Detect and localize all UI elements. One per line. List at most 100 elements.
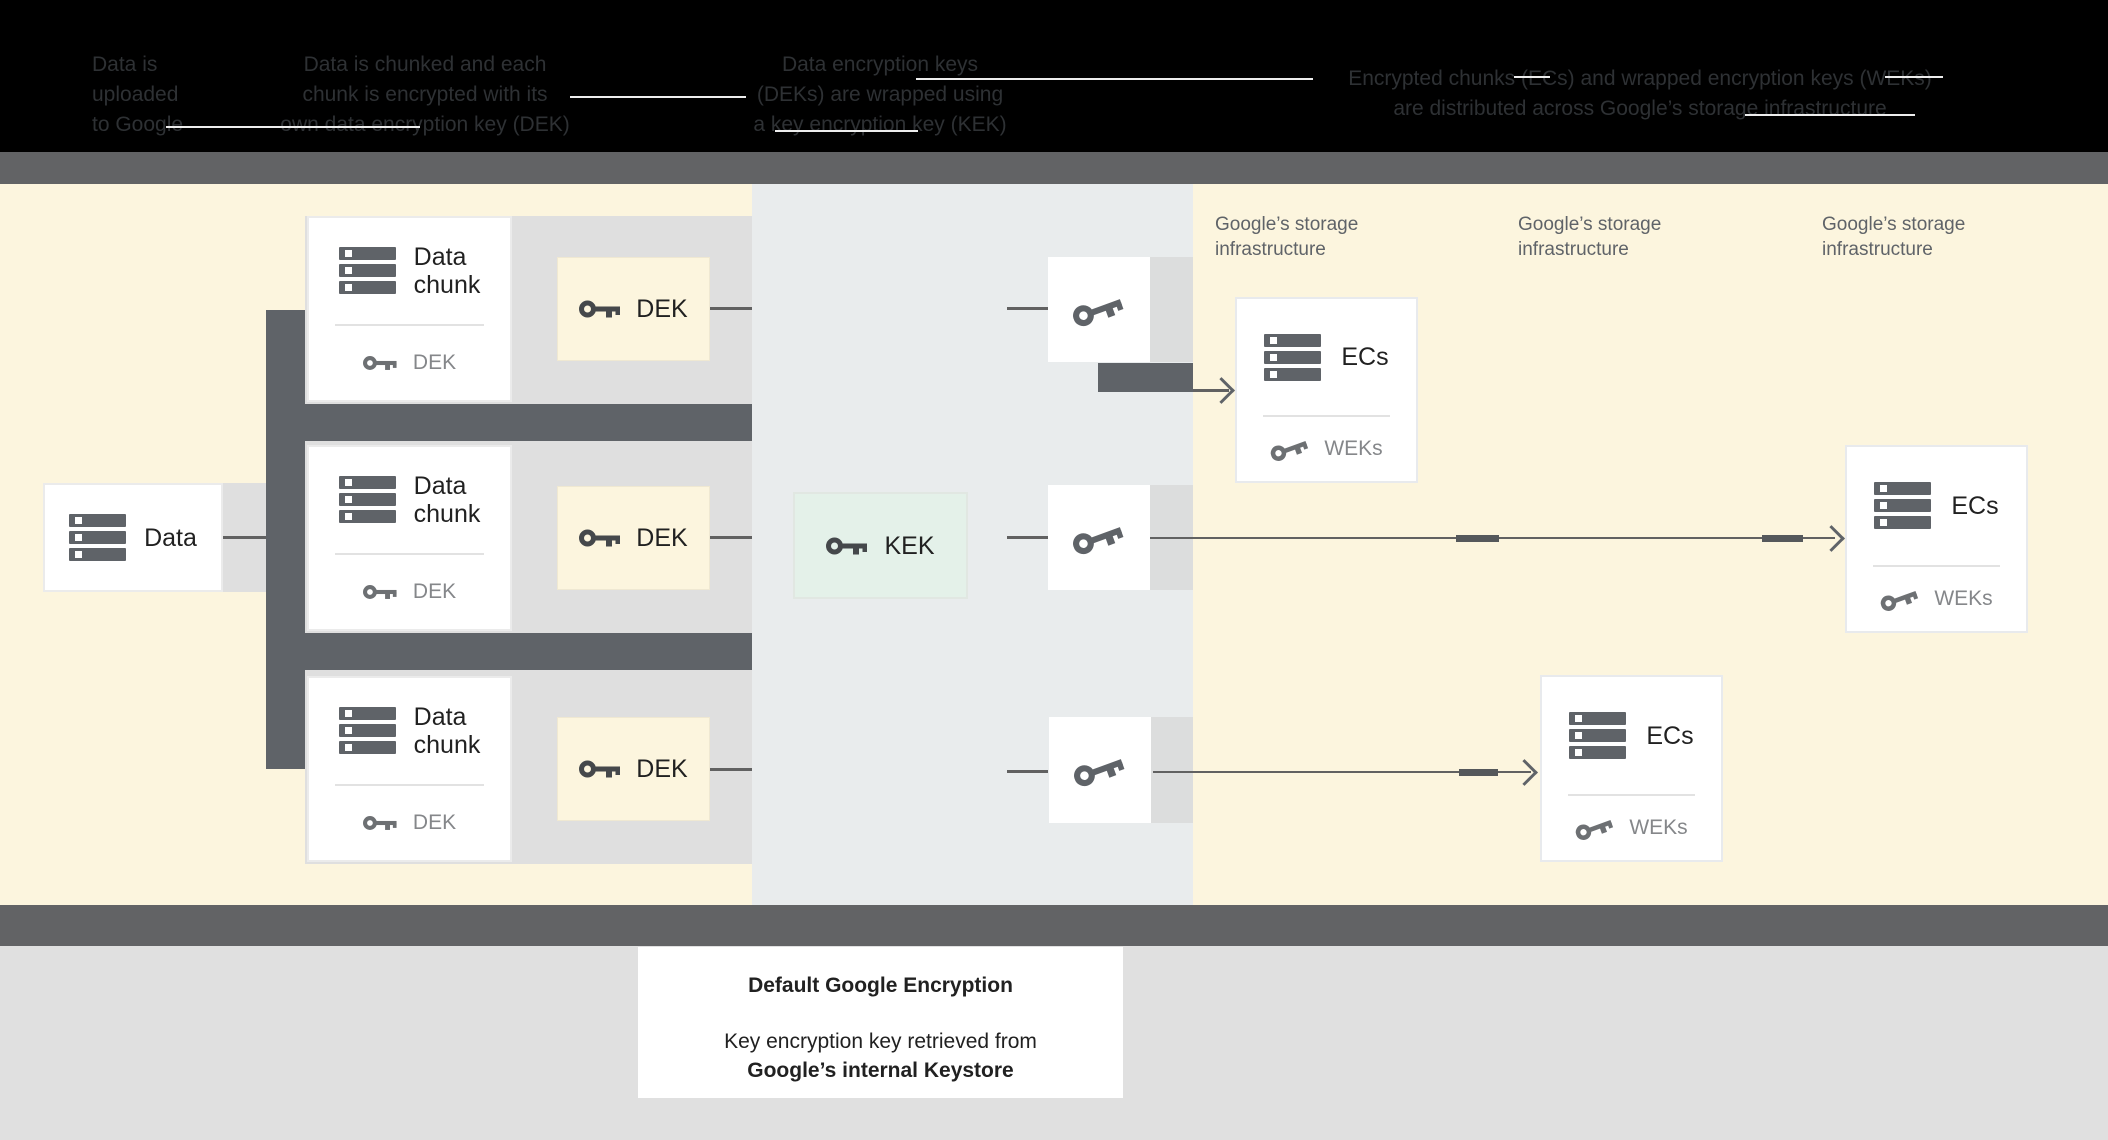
box-divider	[1873, 564, 2000, 567]
bottom-divider-bar	[0, 905, 2108, 946]
keybox-strip	[1151, 717, 1193, 823]
step-caption-1: Data is uploaded to Google	[92, 50, 232, 140]
wrapped-key-connector-bar	[1098, 363, 1193, 392]
arrowhead-row3	[1511, 759, 1538, 786]
data-server-icon	[69, 514, 127, 561]
key-icon	[579, 757, 623, 781]
kek-to-wrap2-line	[1007, 536, 1048, 539]
data-to-chunks-line	[223, 536, 266, 539]
caption-line: Key encryption key retrieved from	[724, 1030, 1037, 1053]
weks-label: WEKs	[1934, 586, 1993, 610]
weks-label: WEKs	[1629, 816, 1688, 840]
wek-key-icon	[1268, 432, 1313, 466]
link-underline	[1885, 76, 1943, 78]
link-underline	[1745, 114, 1915, 116]
link-underline	[570, 96, 746, 98]
chunk-dek-label: DEK	[412, 579, 457, 603]
caption-title: Default Google Encryption	[748, 974, 1013, 997]
key-icon	[826, 534, 870, 558]
key-icon	[579, 526, 623, 550]
storage-infrastructure-label: Google’s storage infrastructure	[1215, 214, 1359, 260]
chunk-dek-label: DEK	[412, 810, 457, 834]
wrapped-key-icon	[1068, 514, 1129, 561]
chunk-dek-label: DEK	[412, 350, 457, 374]
step-caption-line: Encrypted chunks (ECs) and wrapped encry…	[1348, 67, 1932, 90]
ecs-box-3: ECs WEKs	[1540, 675, 1723, 862]
chunk-server-icon	[338, 707, 396, 755]
storage-infrastructure-label: Google’s storage infrastructure	[1518, 214, 1662, 260]
chunk-split-connector-band	[305, 404, 752, 441]
dek-box-1: DEK	[557, 257, 710, 361]
wrapped-key-box-2	[1048, 485, 1150, 590]
box-divider	[1568, 794, 1695, 797]
box-divider	[335, 552, 484, 555]
step-caption-line: Data is chunked and each	[303, 53, 547, 76]
chunk-server-icon	[338, 476, 396, 524]
dek1-line	[710, 307, 752, 310]
step-caption-line: Data is	[92, 53, 158, 76]
wrapped-key-icon	[1068, 286, 1129, 333]
figure-caption: Default Google Encryption Key encryption…	[638, 947, 1123, 1098]
arrow-segment	[1459, 769, 1498, 776]
top-divider-bar	[0, 152, 2108, 184]
arrowhead-row2	[1818, 525, 1845, 552]
weks-label: WEKs	[1324, 437, 1383, 461]
step-caption-line: (DEKs) are wrapped using	[756, 83, 1004, 106]
ecs-server-icon	[1569, 712, 1627, 760]
box-divider	[335, 323, 484, 326]
wrap1-line	[1007, 307, 1048, 310]
arrow-segment	[1456, 535, 1499, 542]
chunk-split-connector-vertical	[266, 310, 305, 769]
step-caption-line: to Google	[92, 113, 184, 136]
chunk-split-connector-band	[305, 633, 752, 670]
link-underline	[775, 130, 918, 132]
arrow-line-row1	[1193, 389, 1229, 392]
keybox-strip	[1150, 257, 1193, 362]
dek-key-icon	[363, 813, 399, 833]
step-caption-line: are distributed across Google’s storage …	[1393, 97, 1887, 120]
data-box-label: Data	[144, 523, 197, 552]
kek-box: KEK	[793, 492, 968, 599]
step-caption-3: Data encryption keys (DEKs) are wrapped …	[700, 50, 1060, 140]
wrap3-line	[1007, 770, 1048, 773]
arrow-line-row3	[1153, 771, 1531, 773]
arrow-segment	[1762, 535, 1803, 542]
link-underline	[1514, 76, 1550, 78]
dek-key-icon	[363, 582, 399, 602]
data-box: Data	[43, 483, 223, 592]
dek-key-icon	[363, 353, 399, 373]
step-caption-line: own data encryption key (DEK)	[280, 113, 570, 136]
key-icon	[579, 297, 623, 321]
ecs-box-1: ECs WEKs	[1235, 297, 1418, 483]
ecs-server-icon	[1874, 482, 1932, 530]
step-caption-line: Data encryption keys	[781, 53, 979, 76]
diagram-canvas: Google’s storage infrastructure Google’s…	[0, 184, 2108, 905]
dek-box-2: DEK	[557, 486, 710, 590]
header-band: Data is uploaded to Google Data is chunk…	[0, 0, 2108, 152]
ecs-box-2: ECs WEKs	[1845, 445, 2028, 633]
arrowhead-row1	[1208, 377, 1235, 404]
storage-infrastructure-label: Google’s storage infrastructure	[1822, 214, 1966, 260]
step-caption-2: Data is chunked and each chunk is encryp…	[245, 50, 605, 140]
link-underline	[916, 78, 1313, 80]
step-caption-line: uploaded	[92, 83, 179, 106]
wrapped-key-icon	[1069, 747, 1130, 794]
box-divider	[1263, 415, 1390, 418]
link-underline	[166, 126, 420, 128]
wrapped-key-box-3	[1049, 717, 1151, 823]
wrapped-key-box-1	[1048, 257, 1150, 362]
step-caption-line: a key encryption key (KEK)	[753, 113, 1007, 136]
wek-key-icon	[1573, 811, 1618, 845]
ecs-server-icon	[1264, 333, 1322, 381]
wek-key-icon	[1878, 582, 1923, 616]
dek2-line	[710, 536, 752, 539]
box-divider	[335, 783, 484, 786]
step-caption-line: chunk is encrypted with its	[302, 83, 548, 106]
chunk-server-icon	[338, 247, 396, 295]
caption-line: Google’s internal Keystore	[747, 1059, 1014, 1082]
dek-box-3: DEK	[557, 717, 710, 821]
